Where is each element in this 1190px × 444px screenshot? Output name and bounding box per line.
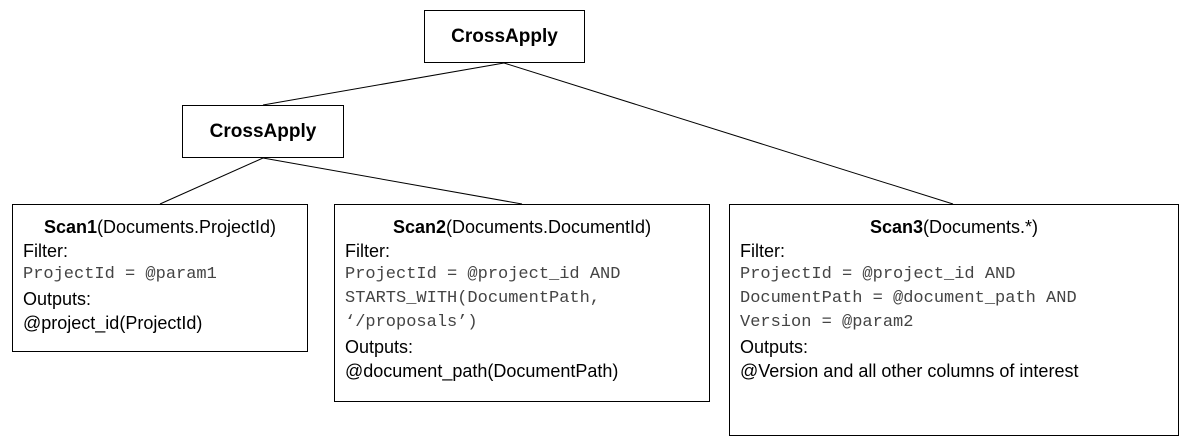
scan3-title: Scan3(Documents.*)	[740, 215, 1178, 239]
inner-crossapply-node: CrossApply	[182, 105, 344, 158]
scan2-output-line: @document_path(DocumentPath)	[345, 361, 619, 381]
scan2-filter-line: STARTS_WITH(DocumentPath,	[345, 289, 601, 308]
scan1-filter-line: ProjectId = @param1	[23, 265, 217, 284]
scan3-node: Scan3(Documents.*) Filter: ProjectId = @…	[729, 204, 1179, 436]
scan3-output-line: @Version and all other columns of intere…	[740, 361, 1079, 381]
scan3-target: (Documents.*)	[923, 217, 1039, 237]
edge-inner-to-scan1	[159, 157, 264, 205]
scan2-filter-line: ‘/proposals’)	[345, 313, 478, 332]
scan1-output-line: @project_id(ProjectId)	[23, 313, 203, 333]
scan3-outputs-label: Outputs:	[740, 337, 809, 357]
edge-inner-to-scan2	[262, 157, 523, 205]
scan1-target: (Documents.ProjectId)	[96, 217, 277, 237]
scan2-outputs-label: Outputs:	[345, 337, 414, 357]
scan1-name: Scan1	[43, 217, 97, 237]
scan2-node: Scan2(Documents.DocumentId) Filter: Proj…	[334, 204, 710, 402]
scan2-target: (Documents.DocumentId)	[445, 217, 652, 237]
scan2-name: Scan2	[392, 217, 446, 237]
scan3-filter-line: DocumentPath = @document_path AND	[740, 289, 1077, 308]
scan2-filter-label: Filter:	[345, 241, 390, 261]
edge-root-to-scan3	[503, 62, 954, 205]
edge-root-to-inner	[262, 62, 505, 106]
scan1-title: Scan1(Documents.ProjectId)	[23, 215, 307, 239]
root-crossapply-label: CrossApply	[451, 25, 558, 47]
scan1-outputs-label: Outputs:	[23, 289, 92, 309]
scan1-node: Scan1(Documents.ProjectId) Filter: Proje…	[12, 204, 308, 352]
scan2-title: Scan2(Documents.DocumentId)	[345, 215, 709, 239]
scan3-name: Scan3	[869, 217, 923, 237]
scan1-filter-label: Filter:	[23, 241, 68, 261]
scan2-filter-line: ProjectId = @project_id AND	[345, 265, 621, 284]
scan3-filter-line: ProjectId = @project_id AND	[740, 265, 1016, 284]
inner-crossapply-label: CrossApply	[209, 120, 317, 142]
scan3-filter-line: Version = @param2	[740, 313, 914, 332]
scan3-filter-label: Filter:	[740, 241, 785, 261]
root-crossapply-node: CrossApply	[424, 10, 585, 63]
